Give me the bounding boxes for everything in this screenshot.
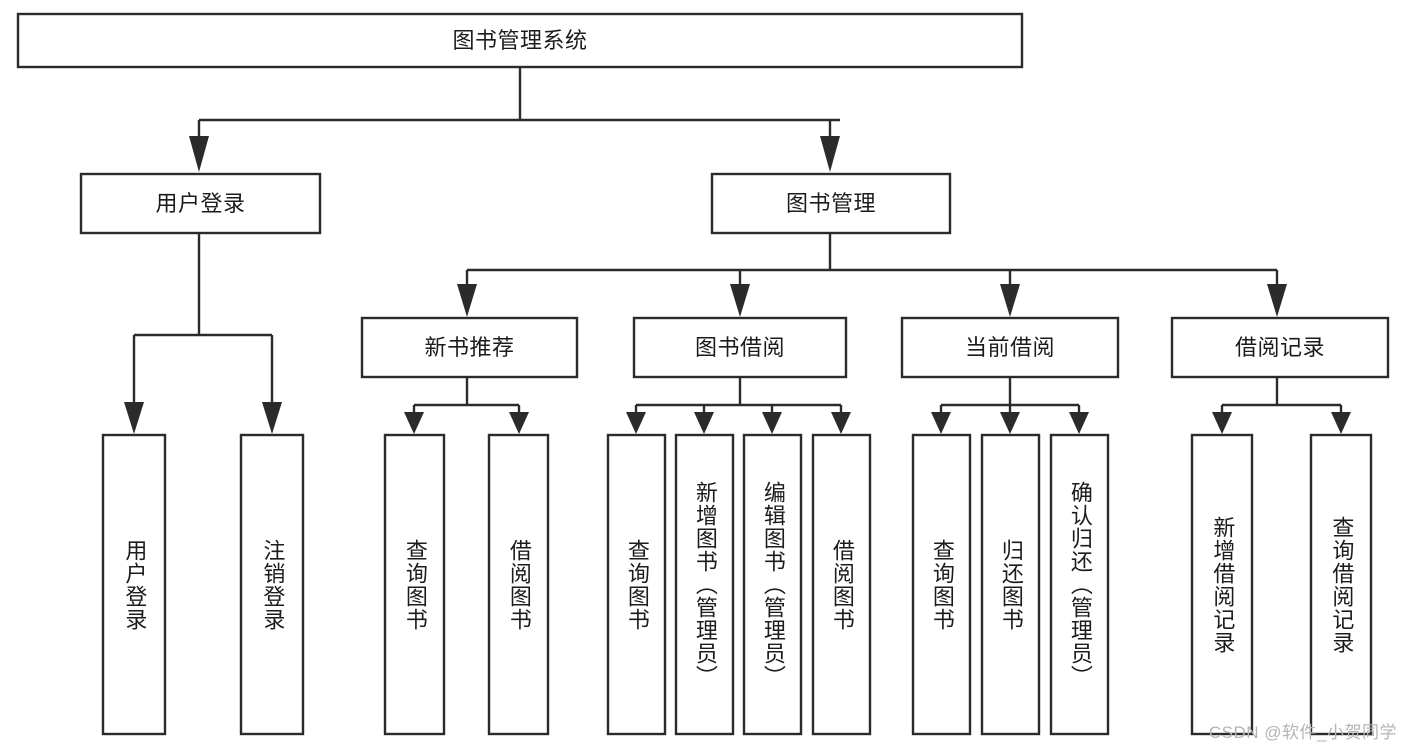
arrow-head-current-borrow: [1000, 284, 1020, 317]
arrow-head-leaf-user-login: [124, 402, 144, 434]
arrow-head-newbook-leaf-2: [509, 412, 529, 434]
arrow-head-bookborrow-leaf-2: [694, 412, 714, 434]
arrow-head-leaf-logout: [262, 402, 282, 434]
node-box-leaf-query-borrow-record[interactable]: [1309, 433, 1373, 736]
node-box-leaf-edit-book-admin[interactable]: [742, 433, 803, 736]
arrow-head-borrow-record: [1267, 284, 1287, 317]
arrow-head-user-login: [189, 136, 209, 172]
arrow-head-bookborrow-leaf-3: [762, 412, 782, 434]
node-box-leaf-query-book-3[interactable]: [911, 433, 972, 736]
node-box-layer: [16, 12, 1390, 736]
node-box-leaf-query-book-2[interactable]: [606, 433, 667, 736]
node-box-book-management[interactable]: [710, 172, 952, 235]
arrow-head-book-borrow: [730, 284, 750, 317]
arrow-head-currentborrow-leaf-2: [1000, 412, 1020, 434]
node-box-leaf-user-login[interactable]: [101, 433, 167, 736]
connector-layer: [124, 67, 1351, 434]
node-box-leaf-borrow-book-2[interactable]: [811, 433, 872, 736]
arrow-head-borrowrecord-leaf-1: [1212, 412, 1232, 434]
node-box-book-borrow[interactable]: [632, 316, 848, 379]
node-box-leaf-return-book[interactable]: [980, 433, 1041, 736]
node-box-leaf-confirm-return-admin[interactable]: [1049, 433, 1110, 736]
arrow-head-book-mgmt: [820, 136, 840, 172]
arrow-head-currentborrow-leaf-1: [931, 412, 951, 434]
node-box-borrow-record[interactable]: [1170, 316, 1390, 379]
arrow-head-bookborrow-leaf-4: [831, 412, 851, 434]
arrow-head-bookborrow-leaf-1: [626, 412, 646, 434]
node-box-user-login[interactable]: [79, 172, 322, 235]
arrow-head-borrowrecord-leaf-2: [1331, 412, 1351, 434]
arrow-head-currentborrow-leaf-3: [1069, 412, 1089, 434]
node-box-leaf-query-book-1[interactable]: [383, 433, 446, 736]
node-box-leaf-add-book-admin[interactable]: [674, 433, 735, 736]
node-box-root[interactable]: [16, 12, 1024, 69]
node-box-leaf-borrow-book-1[interactable]: [487, 433, 550, 736]
arrow-head-new-book-rec: [457, 284, 477, 317]
node-box-current-borrow[interactable]: [900, 316, 1120, 379]
node-box-new-book-recommend[interactable]: [360, 316, 579, 379]
arrow-head-newbook-leaf-1: [404, 412, 424, 434]
node-box-leaf-add-borrow-record[interactable]: [1190, 433, 1254, 736]
node-box-leaf-logout[interactable]: [239, 433, 305, 736]
